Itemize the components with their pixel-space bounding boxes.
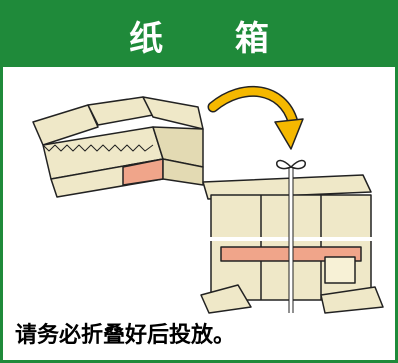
instruction-text: 请务必折叠好后投放。 <box>15 323 236 348</box>
illustration <box>32 86 384 314</box>
open-box-icon <box>32 96 204 198</box>
page-title: 纸 箱 <box>129 18 299 59</box>
header-bar: 纸 箱 <box>3 3 395 67</box>
arrow-icon <box>207 86 304 150</box>
folded-box-bundle-icon <box>200 159 384 314</box>
